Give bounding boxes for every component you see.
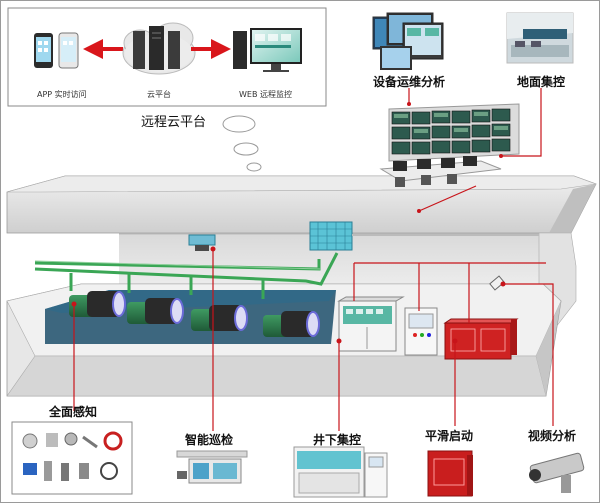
pump-motors <box>69 291 320 337</box>
ground-floor-slab <box>6 175 597 234</box>
thought-bubbles <box>222 115 262 172</box>
underground-control-cabinet <box>337 296 405 352</box>
device-ops-monitors <box>372 12 444 70</box>
device-ops-label: 设备运维分析 <box>373 75 446 89</box>
underground-control-photo <box>293 446 388 498</box>
soft-start-label: 平滑启动 <box>425 429 474 443</box>
sensor-devices-panel <box>11 421 133 495</box>
remote-cloud-title: 远程云平台 <box>141 115 207 130</box>
callout-lines <box>73 88 554 431</box>
cloud-platform-panel <box>7 7 327 107</box>
control-room-video-wall <box>379 103 520 187</box>
ground-control-label: 地面集控 <box>517 75 566 89</box>
patrol-robot-photo <box>176 450 248 484</box>
patrol-robot-rail <box>188 234 216 251</box>
full-sensing-label: 全面感知 <box>49 405 98 419</box>
web-monitor-icon <box>233 28 302 72</box>
cloud-server-icon <box>122 22 196 75</box>
app-realtime-label: APP 实时访问 <box>37 90 87 99</box>
surveillance-camera <box>489 275 505 291</box>
callout-dots <box>71 102 506 344</box>
explosion-proof-box <box>404 307 438 356</box>
video-analysis-photo <box>529 452 585 493</box>
ventilation-duct-unit <box>309 221 539 251</box>
mobile-app-icon <box>34 32 79 69</box>
cloud-label: 云平台 <box>147 90 171 99</box>
ground-control-room-photo <box>506 12 574 64</box>
soft-start-photo <box>427 450 473 497</box>
video-analysis-label: 视频分析 <box>528 429 577 443</box>
web-monitor-label: WEB 远程监控 <box>239 90 292 99</box>
underground-control-label: 井下集控 <box>313 433 362 447</box>
smart-patrol-label: 智能巡检 <box>185 433 234 447</box>
